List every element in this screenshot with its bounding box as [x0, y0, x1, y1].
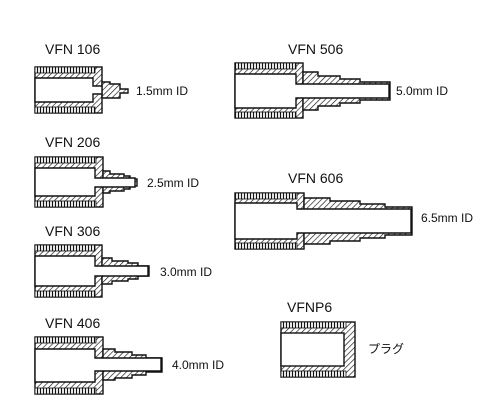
title-vfn106: VFN 106 [45, 41, 101, 57]
plug-label-vfnp6: プラグ [368, 342, 405, 356]
fitting-vfn606 [234, 192, 413, 250]
fitting-vfn306 [34, 244, 150, 298]
title-vfn206: VFN 206 [45, 134, 101, 150]
title-vfnp6: VFNP6 [287, 299, 333, 315]
bore-label-vfn406: 4.0mm ID [172, 358, 225, 372]
bore-label-vfn206: 2.5mm ID [147, 176, 200, 190]
fitting-vfnp6 [280, 321, 356, 378]
bore-label-vfn106: 1.5mm ID [136, 84, 189, 98]
title-vfn406: VFN 406 [45, 315, 101, 331]
bore-label-vfn606: 6.5mm ID [421, 211, 474, 225]
fitting-vfn506 [234, 62, 391, 119]
fitting-vfn106 [34, 66, 129, 114]
title-vfn306: VFN 306 [45, 223, 101, 239]
bore-label-vfn506: 5.0mm ID [396, 84, 449, 98]
title-vfn506: VFN 506 [288, 41, 344, 57]
bore-label-vfn306: 3.0mm ID [160, 265, 213, 279]
fitting-vfn206 [34, 156, 138, 208]
title-vfn606: VFN 606 [288, 170, 344, 186]
fitting-vfn406 [34, 336, 163, 395]
